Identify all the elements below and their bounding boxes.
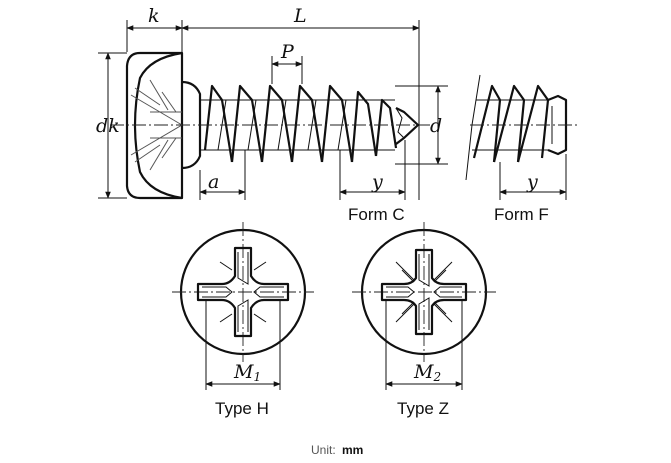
- caption-type-h: Type H: [215, 399, 269, 418]
- label-y-form-f: y: [526, 171, 538, 193]
- phillips-recess: [196, 246, 290, 338]
- label-P: P: [280, 41, 295, 63]
- label-m2-sub: 2: [432, 370, 441, 384]
- label-k: k: [148, 5, 160, 27]
- caption-type-z: Type Z: [397, 399, 449, 418]
- pozidriv-recess: [380, 248, 468, 336]
- label-L: L: [293, 5, 307, 27]
- break-line: [465, 74, 481, 181]
- label-d: d: [430, 115, 442, 137]
- head-dome-arc: [133, 51, 183, 200]
- pozidriv-star-marks: [386, 254, 462, 330]
- unit-value: mm: [342, 443, 363, 457]
- phillips-recess-detail: [202, 252, 284, 332]
- label-m2: M2: [413, 361, 441, 384]
- side-view-form-c: k L P dk d a y Form C: [96, 5, 448, 224]
- label-m1-main: M: [233, 361, 254, 383]
- caption-form-f: Form F: [494, 205, 549, 224]
- type-z-head-view: M2 Type Z: [352, 222, 496, 418]
- unit-note: Unit: mm: [311, 443, 363, 457]
- label-m1-sub: 1: [253, 370, 261, 384]
- screw-head-outline: [125, 51, 184, 200]
- label-m1: M1: [233, 361, 261, 384]
- form-f-detail: y Form F: [465, 74, 578, 224]
- unit-label: Unit:: [311, 443, 336, 457]
- label-dk: dk: [96, 115, 120, 137]
- extension-lines: [98, 20, 448, 200]
- label-y-form-c: y: [371, 171, 383, 193]
- form-f-threads: [472, 84, 550, 163]
- type-h-head-view: M1 Type H: [172, 222, 314, 418]
- caption-form-c: Form C: [348, 205, 405, 224]
- head-recess-shading: [130, 79, 183, 171]
- label-m2-main: M: [413, 361, 434, 383]
- label-a: a: [208, 171, 219, 193]
